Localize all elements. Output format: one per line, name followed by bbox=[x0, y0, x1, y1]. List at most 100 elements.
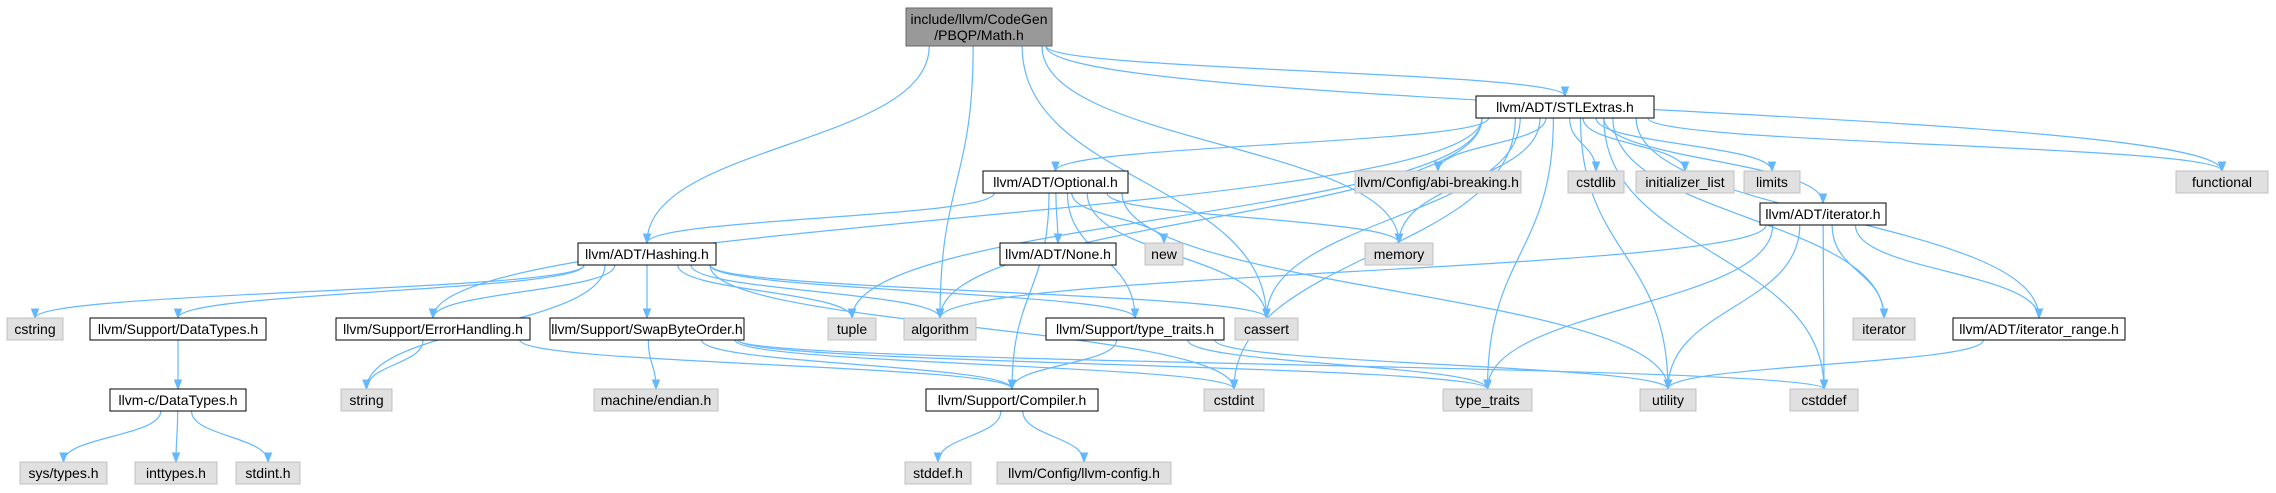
node-label: initializer_list bbox=[1645, 174, 1724, 190]
node-label: functional bbox=[2192, 174, 2252, 190]
node-llvm-adt-optional-h[interactable]: llvm/ADT/Optional.h bbox=[982, 170, 1129, 194]
node-llvm-support-type-traits-h[interactable]: llvm/Support/type_traits.h bbox=[1045, 317, 1225, 341]
node-label: cstdint bbox=[1214, 392, 1255, 408]
edge-iteratorh-to-iterrange bbox=[1854, 224, 2044, 320]
edge-optional-to-none bbox=[1053, 192, 1063, 245]
edge-optional-to-memory bbox=[1106, 192, 1404, 245]
node-llvm-adt-hashing-h[interactable]: llvm/ADT/Hashing.h bbox=[577, 242, 717, 266]
node-box bbox=[903, 317, 977, 341]
node-label: string bbox=[349, 392, 383, 408]
node-box bbox=[577, 242, 717, 266]
node-llvm-support-swapbyteorder-h[interactable]: llvm/Support/SwapByteOrder.h bbox=[549, 317, 745, 341]
edge-hashing-to-typetraitsh bbox=[709, 264, 1140, 320]
edge-stlextras-to-cassert bbox=[1262, 117, 1521, 320]
node-label: memory bbox=[1374, 246, 1425, 262]
edge-math-to-memory bbox=[1041, 45, 1404, 245]
node-label: llvm/ADT/STLExtras.h bbox=[1496, 99, 1634, 115]
edge-arrowhead bbox=[263, 452, 273, 464]
edge-optional-to-compiler bbox=[1007, 192, 1050, 391]
edge-stlextras-to-tuple bbox=[847, 117, 1483, 320]
node-box bbox=[1234, 317, 1299, 341]
node-label: tuple bbox=[837, 321, 868, 337]
node-box bbox=[1045, 317, 1225, 341]
edge-arrowhead bbox=[1229, 379, 1239, 391]
node-memory: memory bbox=[1364, 242, 1434, 266]
edge-cdatatypes-to-inttypes bbox=[171, 410, 181, 464]
edge-hashing-to-errorhandling bbox=[428, 264, 616, 320]
edge-arrowhead bbox=[642, 233, 652, 245]
node-llvm-support-errorhandling-h[interactable]: llvm/Support/ErrorHandling.h bbox=[335, 317, 531, 341]
edge-arrowhead bbox=[1879, 308, 1889, 320]
node-box bbox=[1743, 170, 1801, 194]
node-label: machine/endian.h bbox=[601, 392, 712, 408]
edge-stlextras-to-errorhandling bbox=[428, 117, 1483, 320]
node-llvm-adt-none-h[interactable]: llvm/ADT/None.h bbox=[999, 242, 1117, 266]
node-llvm-adt-iterator-h[interactable]: llvm/ADT/iterator.h bbox=[1759, 202, 1887, 226]
edge-iteratorh-to-utility bbox=[1663, 224, 1801, 391]
edge-arrowhead bbox=[362, 379, 371, 391]
node-functional: functional bbox=[2175, 170, 2269, 194]
node-label: type_traits bbox=[1455, 392, 1520, 408]
node-box bbox=[925, 388, 1099, 412]
node-label: stdint.h bbox=[245, 465, 290, 481]
edge-stlextras-to-functional bbox=[1647, 117, 2227, 173]
edge-arrowhead bbox=[30, 308, 40, 320]
edge-math-to-stlextras bbox=[1045, 45, 1570, 98]
node-llvm-support-compiler-h[interactable]: llvm/Support/Compiler.h bbox=[925, 388, 1099, 412]
node-label: llvm/ADT/Optional.h bbox=[993, 174, 1117, 190]
node-label: new bbox=[1151, 246, 1178, 262]
node-box bbox=[905, 7, 1053, 47]
node-label: llvm/ADT/None.h bbox=[1005, 246, 1111, 262]
node-llvm-support-datatypes-h[interactable]: llvm/Support/DataTypes.h bbox=[89, 317, 267, 341]
edge-optional-to-hashing bbox=[642, 192, 995, 245]
node-label: stddef.h bbox=[913, 465, 963, 481]
edge-arrowhead bbox=[651, 379, 661, 391]
node-box bbox=[827, 317, 877, 341]
node-layer: include/llvm/CodeGen/PBQP/Math.h llvm/ADT… bbox=[6, 7, 2269, 485]
node-llvm-adt-iterator-range-h[interactable]: llvm/ADT/iterator_range.h bbox=[1952, 317, 2126, 341]
edge-arrowhead bbox=[1560, 86, 1570, 98]
edge-arrowhead bbox=[935, 308, 945, 320]
node-box bbox=[1354, 170, 1522, 194]
edge-compiler-to-stddef bbox=[933, 410, 1002, 464]
node-inttypes-h: inttypes.h bbox=[134, 461, 218, 485]
node-label: cassert bbox=[1244, 321, 1289, 337]
node-box bbox=[999, 242, 1117, 266]
edge-compiler-to-llvmconfig bbox=[1022, 410, 1089, 464]
node-llvm-adt-stlextras-h[interactable]: llvm/ADT/STLExtras.h bbox=[1475, 95, 1655, 119]
edge-stlextras-to-initlist bbox=[1582, 117, 1690, 173]
node-box bbox=[335, 317, 531, 341]
edge-arrowhead bbox=[1819, 379, 1829, 391]
node-sys-types-h: sys/types.h bbox=[19, 461, 108, 485]
node-limits: limits bbox=[1743, 170, 1801, 194]
node-new: new bbox=[1144, 242, 1184, 266]
node-label: llvm/Support/Compiler.h bbox=[938, 392, 1087, 408]
edge-arrowhead bbox=[173, 379, 183, 391]
node-box bbox=[1759, 202, 1887, 226]
edge-arrowhead bbox=[1394, 233, 1404, 245]
node-label: llvm/Support/DataTypes.h bbox=[98, 321, 258, 337]
node-algorithm: algorithm bbox=[903, 317, 977, 341]
edge-arrowhead bbox=[1818, 193, 1828, 205]
node-llvm-c-datatypes-h[interactable]: llvm-c/DataTypes.h bbox=[109, 388, 247, 412]
edge-arrowhead bbox=[1007, 379, 1017, 391]
edge-hashing-to-datatypes bbox=[173, 264, 585, 320]
node-include-llvm-codegen-pbqp-math-h[interactable]: include/llvm/CodeGen/PBQP/Math.h bbox=[905, 7, 1053, 47]
node-label: llvm/ADT/Hashing.h bbox=[585, 246, 709, 262]
edge-arrowhead bbox=[173, 308, 183, 320]
node-box bbox=[1567, 170, 1625, 194]
node-label: llvm/Config/abi-breaking.h bbox=[1357, 174, 1519, 190]
node-label: llvm/ADT/iterator_range.h bbox=[1959, 321, 2119, 337]
edge-stlextras-to-iteratorh bbox=[1603, 117, 1828, 205]
node-initializer-list: initializer_list bbox=[1635, 170, 1735, 194]
node-label: /PBQP/Math.h bbox=[934, 27, 1023, 43]
node-label: llvm/Support/ErrorHandling.h bbox=[343, 321, 523, 337]
node-label: cstring bbox=[14, 321, 55, 337]
node-label: sys/types.h bbox=[28, 465, 98, 481]
node-label: cstdlib bbox=[1576, 174, 1616, 190]
node-cstdint: cstdint bbox=[1203, 388, 1265, 412]
edge-arrowhead bbox=[1262, 308, 1271, 320]
node-tuple: tuple bbox=[827, 317, 877, 341]
edge-iteratorh-to-type_traits bbox=[1483, 224, 1774, 391]
